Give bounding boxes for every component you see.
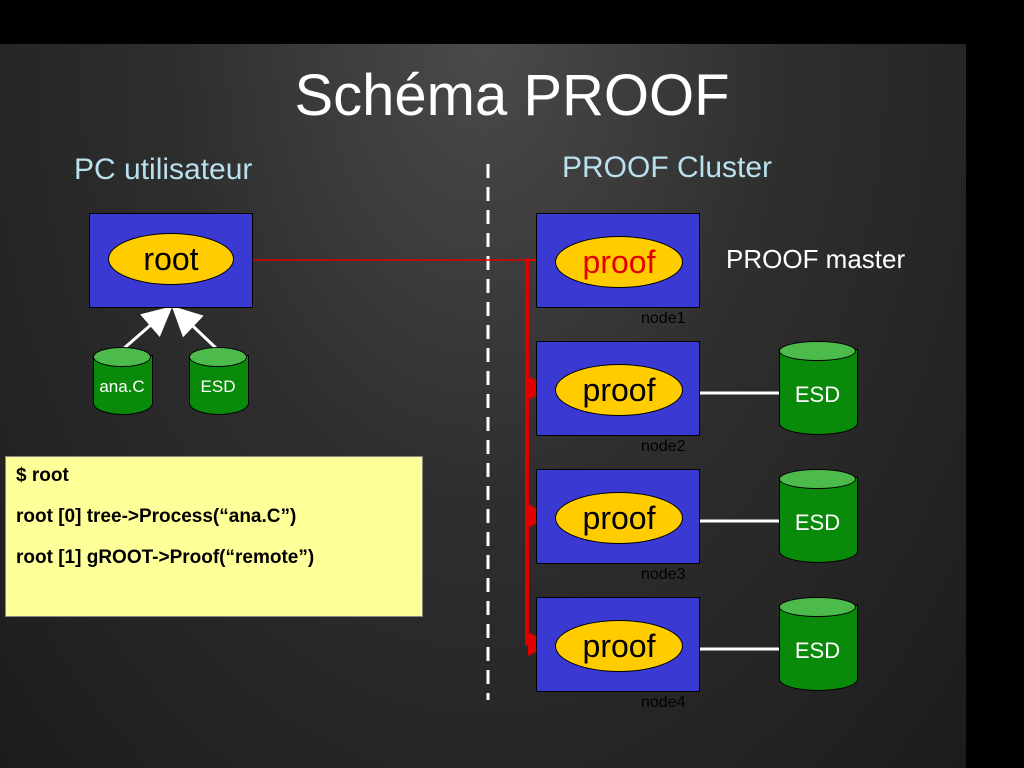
cylinder-esd-local: ESD [189, 347, 249, 415]
cylinder-anac: ana.C [93, 347, 153, 415]
cylinder-esd-node4: ESD [779, 597, 858, 691]
root-box: root [89, 213, 253, 308]
node-box-4: proof [536, 597, 700, 692]
terminal-line: root [1] gROOT->Proof(“remote”) [16, 547, 315, 568]
proof-worker-oval: proof [555, 364, 683, 416]
node-label: node4 [641, 694, 686, 711]
cylinder-esd-label: ESD [794, 638, 841, 663]
terminal-line: root [0] tree->Process(“ana.C”) [16, 506, 297, 527]
root-oval: root [108, 233, 234, 285]
cylinder-anac-label: ana.C [99, 377, 145, 396]
cylinder-esd-local-label: ESD [200, 377, 236, 396]
node-label: node3 [641, 566, 686, 583]
terminal-line: $ root [16, 465, 69, 486]
node-box-2: proof [536, 341, 700, 436]
node-box-1: proof [536, 213, 700, 308]
cylinder-esd-label: ESD [794, 510, 841, 535]
arrow-esd-root [171, 305, 220, 352]
cylinder-esd-node2: ESD [779, 341, 858, 435]
terminal-box: $ root root [0] tree->Process(“ana.C”) r… [5, 456, 423, 617]
proof-master-oval: proof [555, 236, 683, 288]
heading-pc-utilisateur: PC utilisateur [74, 153, 253, 186]
node-label: node1 [641, 310, 686, 327]
heading-proof-cluster: PROOF Cluster [562, 151, 773, 184]
cylinder-esd-label: ESD [794, 382, 841, 407]
proof-worker-oval: proof [555, 620, 683, 672]
arrow-anac-root [121, 306, 173, 352]
cylinder-esd-node3: ESD [779, 469, 858, 563]
slide-title: Schéma PROOF [294, 63, 730, 128]
proof-master-label: PROOF master [726, 244, 906, 274]
node-box-3: proof [536, 469, 700, 564]
node-label: node2 [641, 438, 686, 455]
proof-worker-oval: proof [555, 492, 683, 544]
